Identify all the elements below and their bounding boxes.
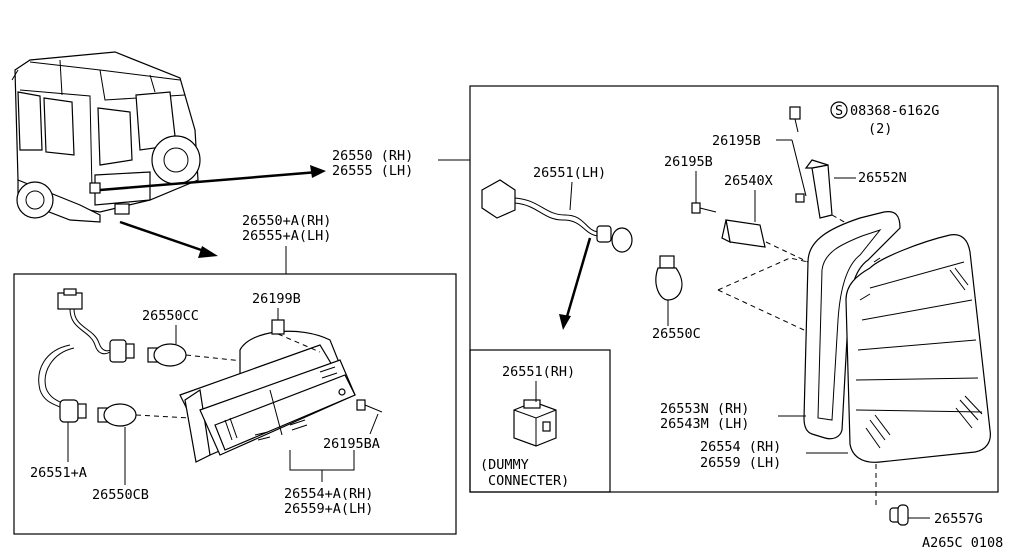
leader-26554a xyxy=(289,450,355,471)
label-26199b: 26199B xyxy=(252,291,301,307)
arrow-to-dummy-connecter xyxy=(564,237,592,321)
bumper-lamp-assembly xyxy=(179,330,356,463)
label-26195b-mid: 26195B xyxy=(664,154,713,170)
label-26551-lh: 26551(LH) xyxy=(533,165,606,181)
screw-symbol-circle xyxy=(830,101,848,119)
bulb-26550cc xyxy=(147,343,187,367)
diagram-code: A265C 0108 xyxy=(922,535,1003,551)
bulb-26550c xyxy=(655,255,683,301)
label-26550a-rh: 26550+A(RH) xyxy=(242,213,331,229)
label-dummy-line2: CONNECTER) xyxy=(488,473,569,489)
bracket-26540x xyxy=(721,219,766,248)
clip-26199b xyxy=(271,319,285,335)
tail-lamp-box xyxy=(469,85,999,493)
label-26195ba: 26195BA xyxy=(323,436,380,452)
screw-26195b-top xyxy=(789,106,801,133)
label-26550c: 26550C xyxy=(652,326,701,342)
label-26550cb: 26550CB xyxy=(92,487,149,503)
bumper-lamp-box xyxy=(13,273,457,535)
label-26552n: 26552N xyxy=(858,170,907,186)
screw-symbol: S xyxy=(835,103,843,119)
dummy-connecter-box xyxy=(469,349,611,493)
label-26551a: 26551+A xyxy=(30,465,87,481)
label-screw-code: 08368-6162G xyxy=(850,103,939,119)
screw-26195ba xyxy=(356,399,383,413)
label-26555-lh: 26555 (LH) xyxy=(332,163,413,179)
label-26559a-lh: 26559+A(LH) xyxy=(284,501,373,517)
arrow-head-bumper-lamp xyxy=(198,246,218,258)
arrow-to-bumper-lamp xyxy=(119,220,211,255)
bracket-26552n xyxy=(804,159,833,219)
label-26540x: 26540X xyxy=(724,173,773,189)
arrow-head-dummy xyxy=(559,314,571,330)
label-26554-rh: 26554 (RH) xyxy=(700,439,781,455)
label-26554a-rh: 26554+A(RH) xyxy=(284,486,373,502)
label-26553n-rh: 26553N (RH) xyxy=(660,401,749,417)
bumper-lamp-harness xyxy=(38,288,135,423)
tail-lamp-lens-26554 xyxy=(845,234,991,463)
vehicle-rear-illustration xyxy=(11,51,201,223)
clip-26195b-lower xyxy=(795,193,805,203)
label-26551-rh: 26551(RH) xyxy=(502,364,575,380)
label-screw-qty: (2) xyxy=(868,121,892,137)
bulb-26550cb xyxy=(97,403,137,427)
grommet-26557g xyxy=(889,504,909,526)
label-26559-lh: 26559 (LH) xyxy=(700,455,781,471)
label-26557g: 26557G xyxy=(934,511,983,527)
label-26195b-top: 26195B xyxy=(712,133,761,149)
dummy-connecter-part xyxy=(513,399,557,447)
arrow-head-tail-lamp xyxy=(310,165,326,178)
label-26543m-lh: 26543M (LH) xyxy=(660,416,749,432)
screw-26195b-mid xyxy=(691,202,717,214)
arrow-to-tail-lamp xyxy=(99,170,319,192)
label-26550cc: 26550CC xyxy=(142,308,199,324)
tail-lamp-harness-26551-lh xyxy=(481,179,633,253)
label-dummy-line1: (DUMMY xyxy=(480,457,529,473)
label-26555a-lh: 26555+A(LH) xyxy=(242,228,331,244)
label-26550-rh: 26550 (RH) xyxy=(332,148,413,164)
